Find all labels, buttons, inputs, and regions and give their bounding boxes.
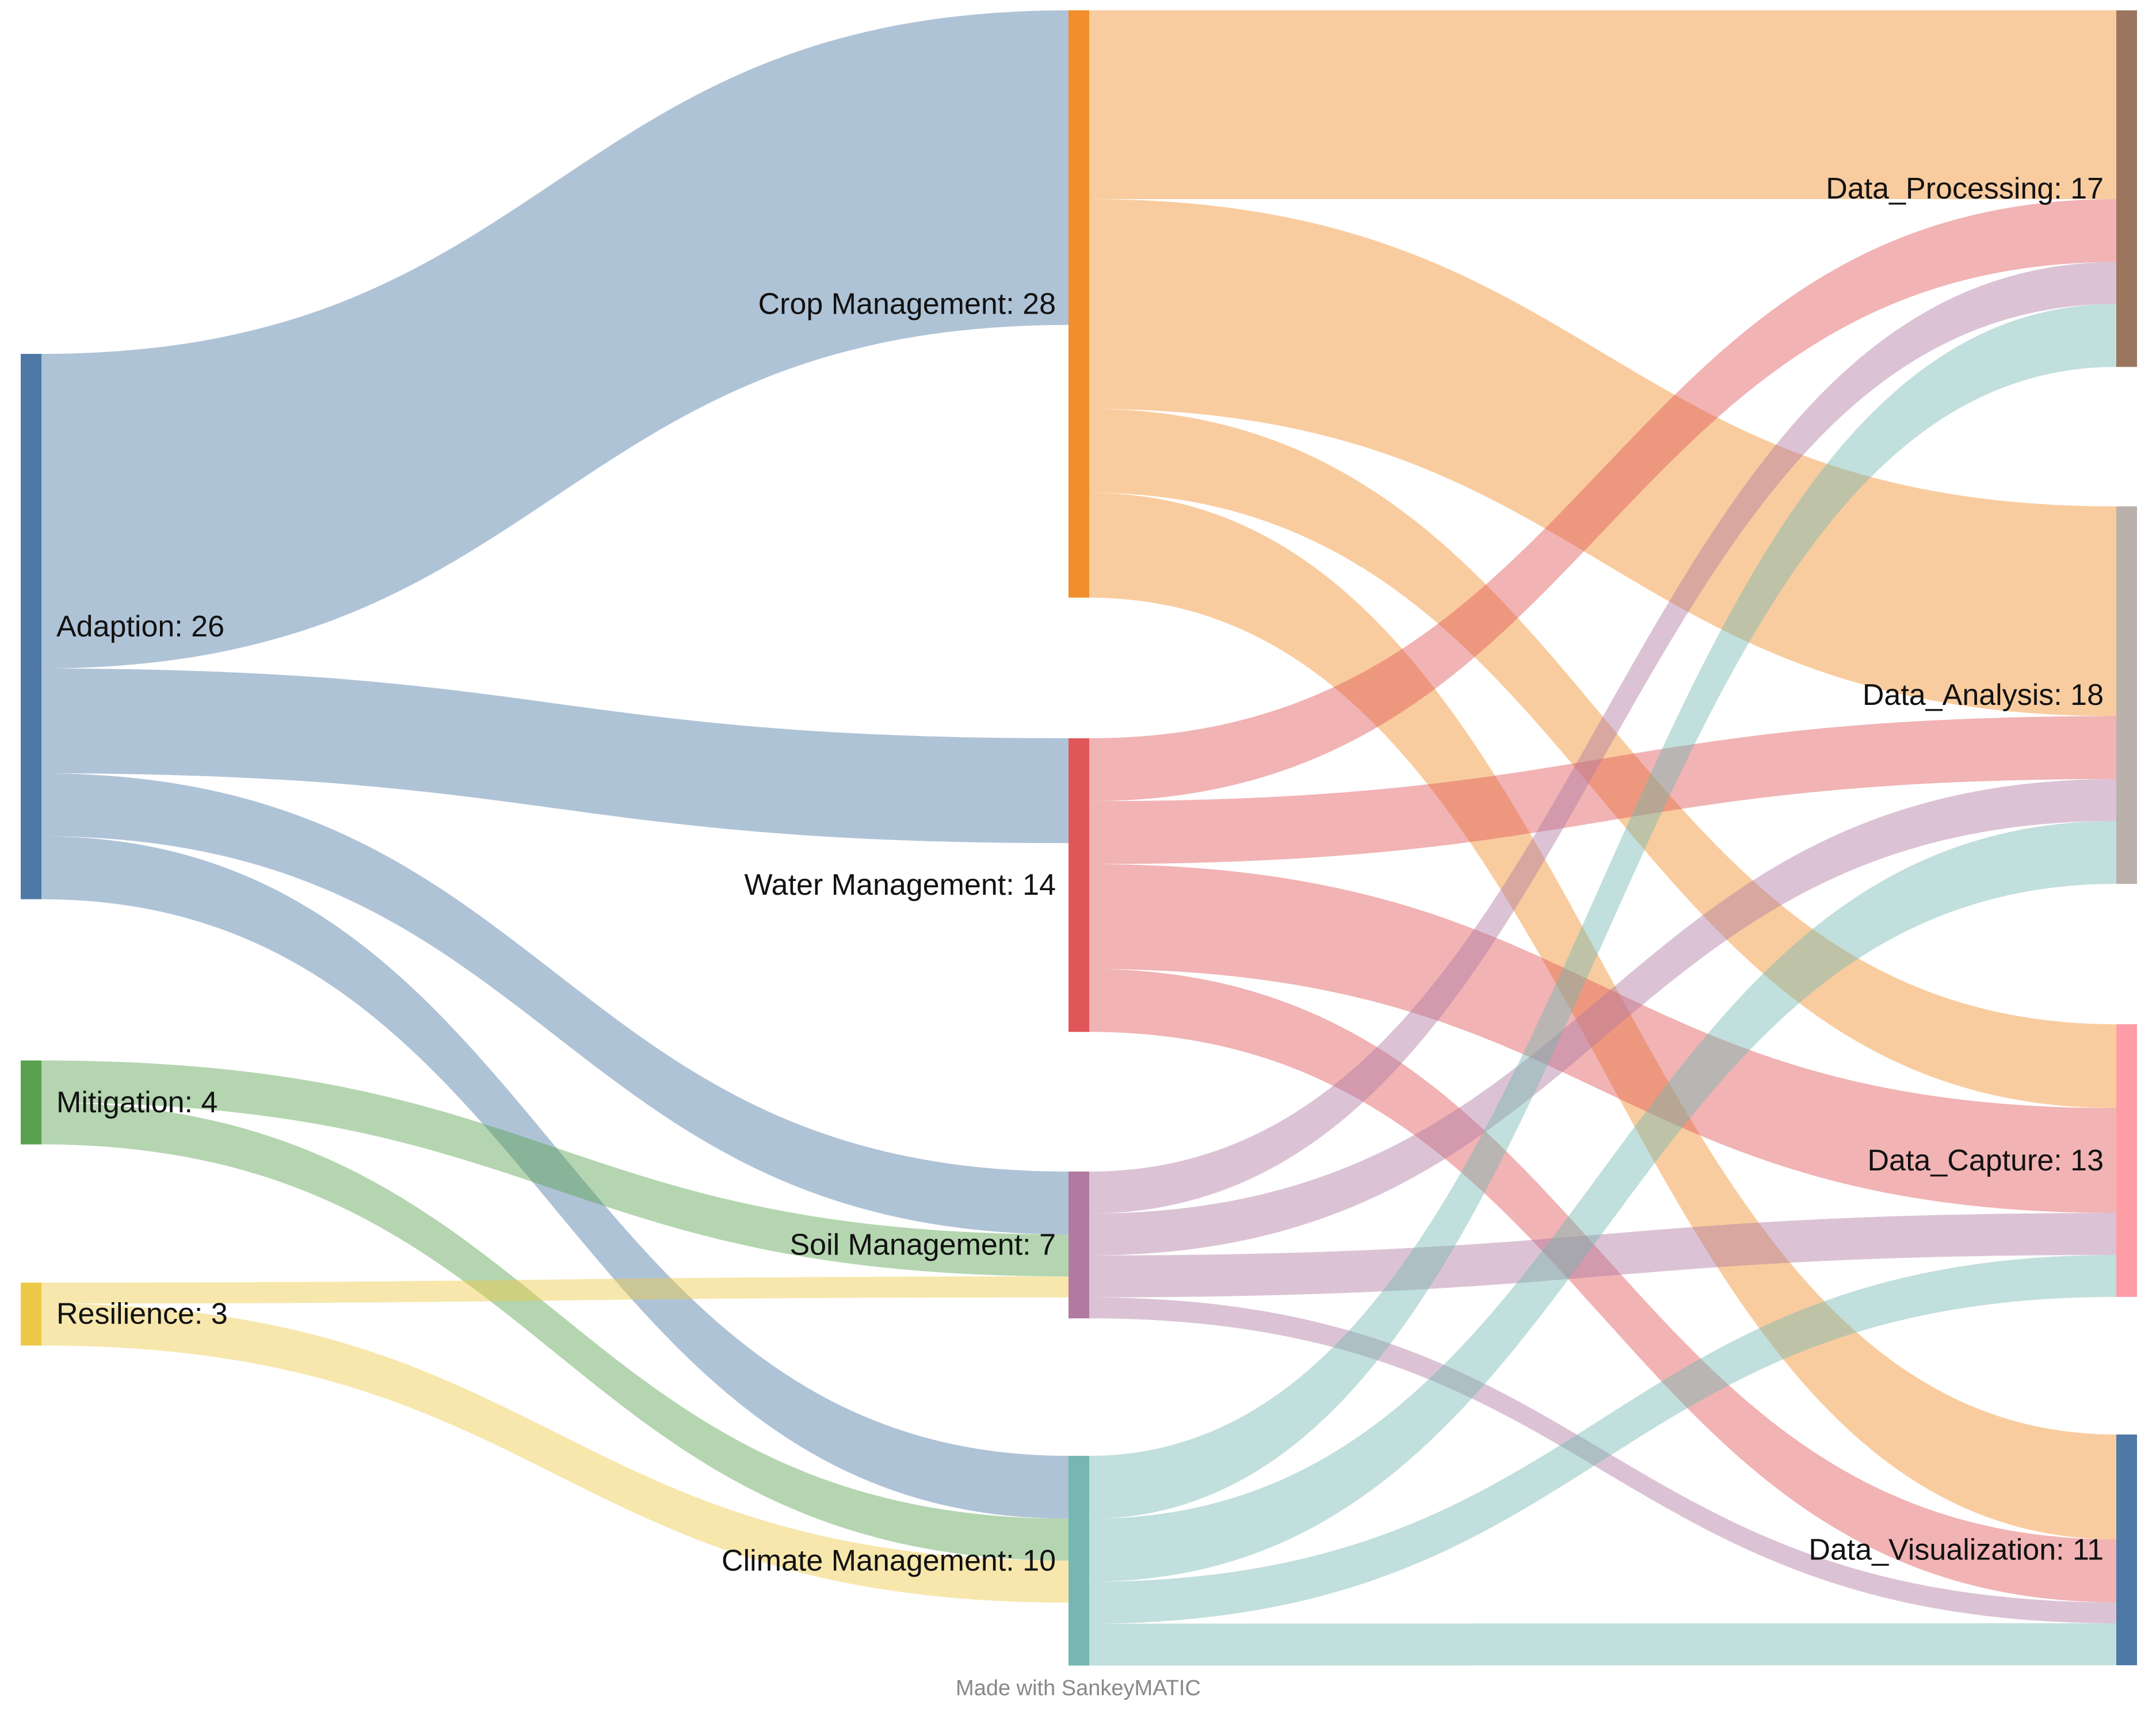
footer-credit: Made with SankeyMATIC bbox=[956, 1676, 1201, 1700]
node-label-analysis: Data_Analysis: 18 bbox=[1863, 678, 2104, 712]
link-climate-to-capture bbox=[1089, 1254, 2116, 1624]
node-label-capture: Data_Capture: 13 bbox=[1868, 1144, 2104, 1177]
node-label-soil: Soil Management: 7 bbox=[790, 1229, 1056, 1262]
node-analysis bbox=[2116, 506, 2137, 884]
node-crop bbox=[1069, 10, 1089, 598]
node-label-crop: Crop Management: 28 bbox=[758, 287, 1056, 321]
link-climate-to-visualization bbox=[1089, 1623, 2116, 1666]
link-mitigation-to-soil bbox=[41, 1061, 1069, 1277]
link-crop-to-visualization bbox=[1089, 493, 2116, 1540]
node-label-processing: Data_Processing: 17 bbox=[1826, 172, 2104, 205]
node-visualization bbox=[2116, 1435, 2137, 1665]
link-adaption-to-crop bbox=[41, 10, 1069, 669]
link-adaption-to-climate bbox=[41, 836, 1069, 1519]
node-label-resilience: Resilience: 3 bbox=[56, 1298, 228, 1331]
link-crop-to-processing bbox=[1089, 10, 2116, 200]
link-resilience-to-soil bbox=[41, 1276, 1069, 1304]
node-label-climate: Climate Management: 10 bbox=[722, 1544, 1056, 1577]
node-soil bbox=[1069, 1172, 1089, 1319]
link-water-to-visualization bbox=[1089, 968, 2116, 1603]
link-soil-to-visualization bbox=[1089, 1297, 2116, 1624]
node-processing bbox=[2116, 10, 2137, 367]
link-adaption-to-soil bbox=[41, 773, 1069, 1235]
link-crop-to-capture bbox=[1089, 409, 2116, 1108]
node-adaption bbox=[21, 354, 41, 899]
node-label-mitigation: Mitigation: 4 bbox=[56, 1086, 217, 1119]
link-mitigation-to-climate bbox=[41, 1102, 1069, 1561]
node-climate bbox=[1069, 1456, 1089, 1666]
node-label-adaption: Adaption: 26 bbox=[56, 610, 224, 643]
labels-layer: Adaption: 26 Mitigation: 4 Resilience: 3 Cr… bbox=[56, 172, 2104, 1577]
links-layer bbox=[41, 10, 2116, 1666]
link-water-to-capture bbox=[1089, 864, 2116, 1214]
link-crop-to-analysis bbox=[1089, 199, 2116, 716]
node-label-water: Water Management: 14 bbox=[745, 868, 1056, 902]
nodes-layer bbox=[21, 10, 2137, 1666]
link-climate-to-processing bbox=[1089, 304, 2116, 1519]
node-mitigation bbox=[21, 1061, 41, 1145]
link-soil-to-capture bbox=[1089, 1213, 2116, 1298]
node-capture bbox=[2116, 1024, 2137, 1297]
link-soil-to-processing bbox=[1089, 262, 2116, 1214]
node-water bbox=[1069, 738, 1089, 1032]
node-label-visualization: Data_Visualization: 11 bbox=[1808, 1533, 2104, 1566]
link-soil-to-analysis bbox=[1089, 779, 2116, 1256]
link-climate-to-analysis bbox=[1089, 821, 2116, 1582]
link-adaption-to-water bbox=[41, 668, 1069, 844]
node-resilience bbox=[21, 1283, 41, 1346]
link-water-to-analysis bbox=[1089, 716, 2116, 864]
link-water-to-processing bbox=[1089, 199, 2116, 802]
link-resilience-to-climate bbox=[41, 1303, 1069, 1603]
